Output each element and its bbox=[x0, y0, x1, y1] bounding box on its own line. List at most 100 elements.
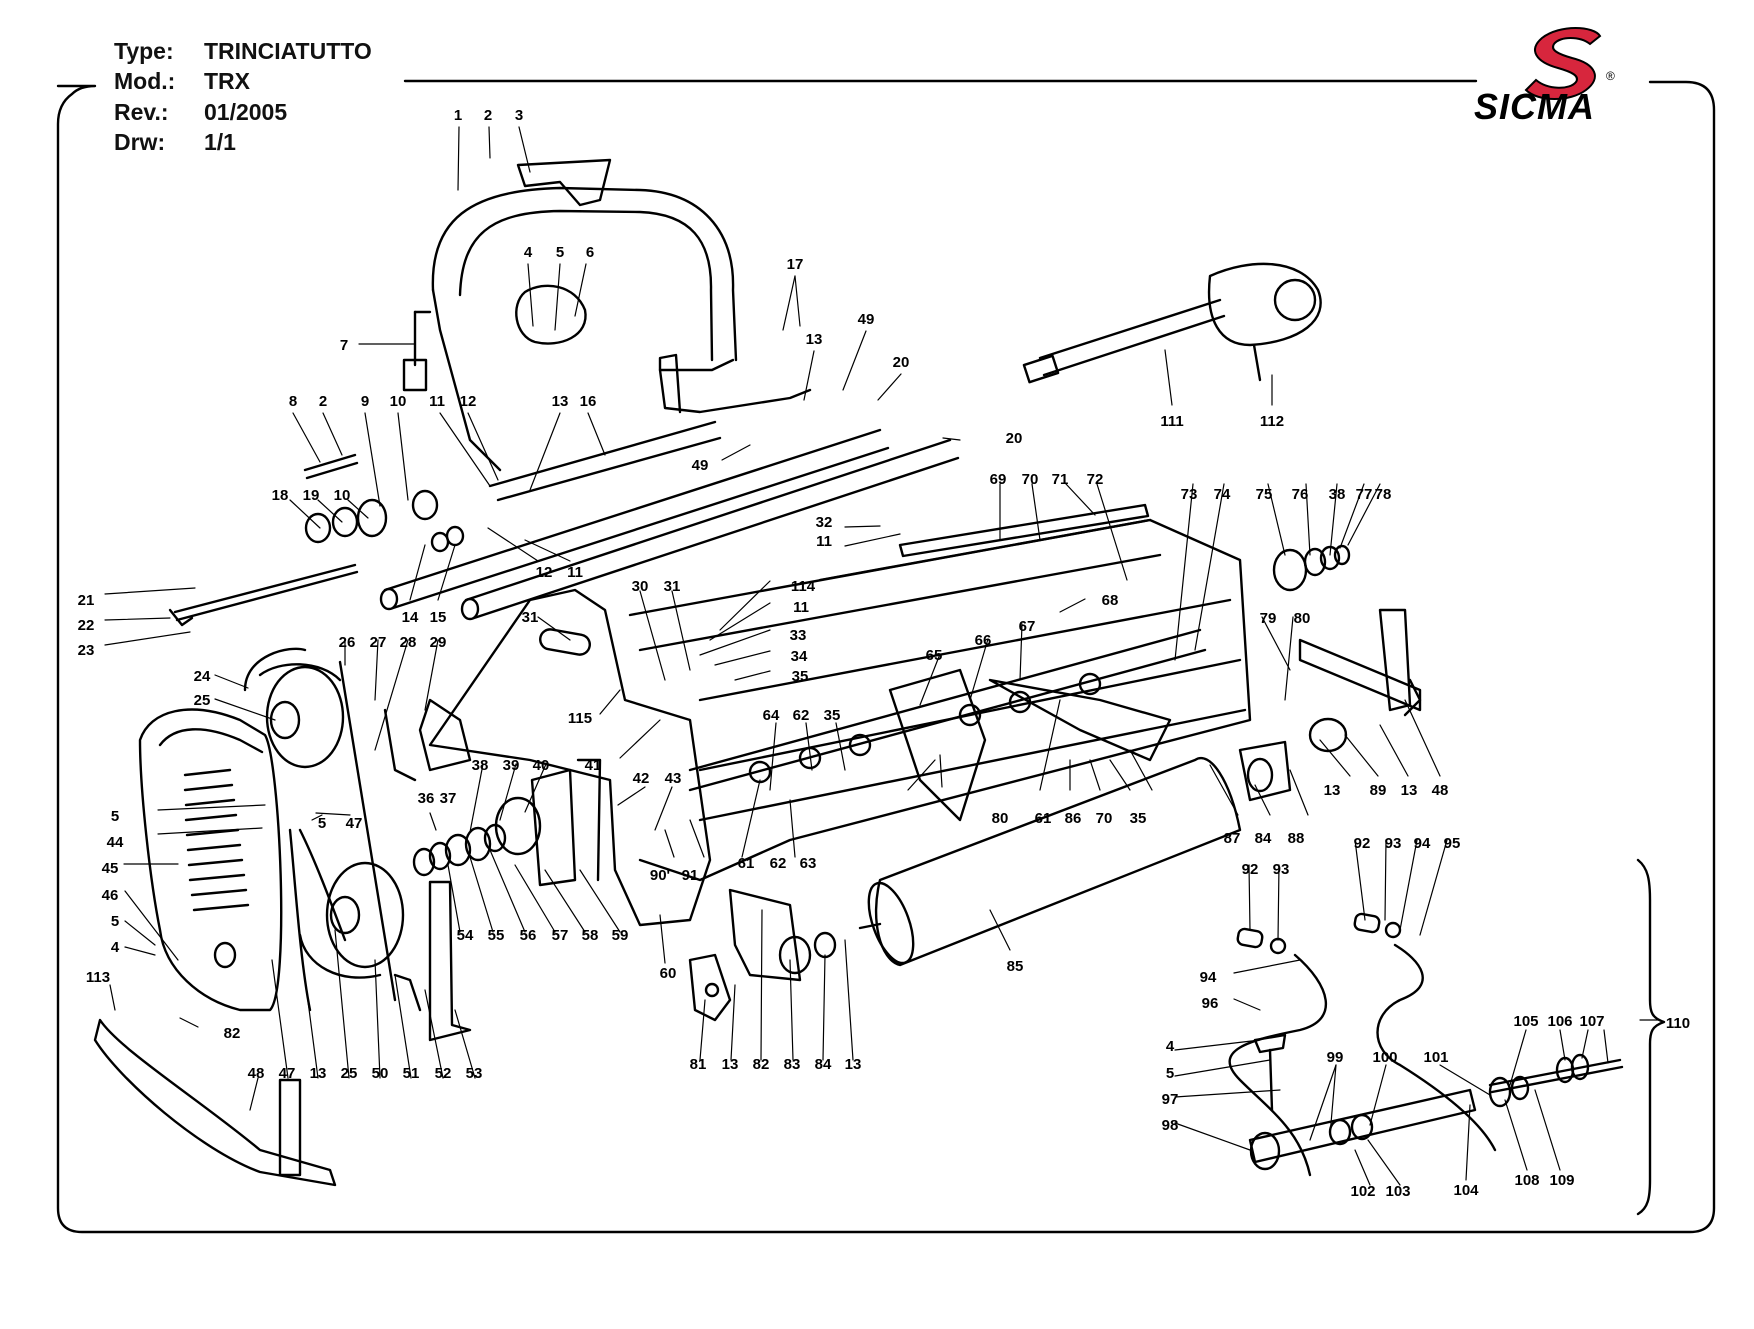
hydraulic-hose-94 bbox=[1228, 953, 1327, 1177]
part-callout-84: 84 bbox=[815, 1056, 832, 1073]
part-callout-11: 11 bbox=[429, 393, 445, 410]
part-callout-68: 68 bbox=[1102, 592, 1119, 609]
part-callout-88: 88 bbox=[1288, 830, 1305, 847]
model-label: Mod.: bbox=[114, 68, 176, 94]
part-callout-43: 43 bbox=[665, 770, 682, 787]
pulley-26 bbox=[265, 665, 345, 769]
part-callout-38: 38 bbox=[472, 757, 489, 774]
frame-beam-71 bbox=[898, 503, 1150, 558]
type-label: Type: bbox=[114, 38, 174, 64]
part-callout-33: 33 bbox=[790, 627, 807, 644]
type-value: TRINCIATUTTO bbox=[204, 38, 372, 64]
part-callout-22: 22 bbox=[78, 617, 95, 634]
part-callout-56: 56 bbox=[520, 927, 537, 944]
part-callout-69: 69 bbox=[990, 471, 1007, 488]
part-callout-77: 77 bbox=[1356, 486, 1373, 503]
part-callout-41: 41 bbox=[585, 757, 602, 774]
part-callout-82: 82 bbox=[224, 1025, 241, 1042]
part-callout-76: 76 bbox=[1292, 486, 1309, 503]
part-callout-109: 109 bbox=[1549, 1172, 1574, 1189]
part-callout-98: 98 bbox=[1162, 1117, 1179, 1134]
pin-shaft-21 bbox=[173, 563, 359, 622]
part-callout-50: 50 bbox=[372, 1065, 389, 1082]
rear-roller-85 bbox=[874, 757, 1242, 967]
part-callout-7: 7 bbox=[340, 337, 348, 354]
drawing-value: 1/1 bbox=[204, 129, 236, 155]
part-callout-113: 113 bbox=[86, 969, 110, 986]
skid-48-left bbox=[93, 1018, 337, 1187]
part-callout-17: 17 bbox=[787, 256, 804, 273]
part-callout-84: 84 bbox=[1255, 830, 1272, 847]
part-callout-70: 70 bbox=[1022, 471, 1039, 488]
part-callout-74: 74 bbox=[1214, 486, 1231, 503]
part-callout-11: 11 bbox=[816, 533, 832, 550]
part-callout-92: 92 bbox=[1242, 861, 1259, 878]
part-callout-2: 2 bbox=[319, 393, 327, 410]
header-type-row: Type: TRINCIATUTTO bbox=[114, 36, 372, 66]
top-tube-20b bbox=[464, 438, 960, 620]
part-callout-112: 112 bbox=[1260, 413, 1284, 430]
part-callout-115: 115 bbox=[568, 710, 592, 727]
part-callout-59: 59 bbox=[612, 927, 629, 944]
part-callout-15: 15 bbox=[430, 609, 447, 626]
part-callout-42: 42 bbox=[633, 770, 650, 787]
part-callout-103: 103 bbox=[1385, 1183, 1410, 1200]
part-callout-5: 5 bbox=[111, 808, 119, 825]
part-callout-80: 80 bbox=[1294, 610, 1311, 627]
part-callout-31: 31 bbox=[522, 609, 539, 626]
side-plate-right-top bbox=[658, 353, 682, 414]
pto-shaft-111 bbox=[1038, 298, 1226, 377]
part-callout-20: 20 bbox=[1006, 430, 1023, 447]
part-callout-108: 108 bbox=[1514, 1172, 1539, 1189]
part-callout-47: 47 bbox=[279, 1065, 296, 1082]
part-callout-47: 47 bbox=[346, 815, 363, 832]
part-callout-111: 111 bbox=[1160, 413, 1183, 430]
part-callout-61: 61 bbox=[738, 855, 755, 872]
hitch-bracket bbox=[516, 158, 612, 207]
part-callout-13: 13 bbox=[845, 1056, 862, 1073]
part-callout-36: 36 bbox=[418, 790, 435, 807]
part-callout-10: 10 bbox=[334, 487, 351, 504]
part-callout-18: 18 bbox=[272, 487, 289, 504]
end-plate-83 bbox=[728, 888, 802, 982]
part-callout-12: 12 bbox=[460, 393, 477, 410]
part-callout-93: 93 bbox=[1273, 861, 1290, 878]
sheet-frame bbox=[56, 80, 1716, 1234]
part-callout-100: 100 bbox=[1372, 1049, 1397, 1066]
part-callout-57: 57 bbox=[552, 927, 569, 944]
part-callout-5: 5 bbox=[111, 913, 119, 930]
part-callout-101: 101 bbox=[1423, 1049, 1448, 1066]
part-callout-13: 13 bbox=[806, 331, 823, 348]
part-callout-39: 39 bbox=[503, 757, 520, 774]
rotor-shaft bbox=[688, 628, 1207, 792]
part-callout-35: 35 bbox=[1130, 810, 1147, 827]
part-callout-95: 95 bbox=[1444, 835, 1461, 852]
part-callout-64: 64 bbox=[763, 707, 780, 724]
part-callout-4: 4 bbox=[111, 939, 120, 956]
sicma-s-mark bbox=[1524, 27, 1602, 100]
part-callout-27: 27 bbox=[370, 634, 387, 651]
drawing-label: Drw: bbox=[114, 129, 166, 155]
part-callout-21: 21 bbox=[78, 592, 95, 609]
part-callout-13: 13 bbox=[552, 393, 569, 410]
part-callout-102: 102 bbox=[1350, 1183, 1375, 1200]
part-callout-2: 2 bbox=[484, 107, 492, 124]
part-callout-26: 26 bbox=[339, 634, 356, 651]
vent-slots bbox=[183, 768, 250, 912]
part-callout-75: 75 bbox=[1256, 486, 1273, 503]
part-callout-38: 38 bbox=[1329, 486, 1346, 503]
part-callout-105: 105 bbox=[1513, 1013, 1538, 1030]
part-callout-4: 4 bbox=[1166, 1038, 1175, 1055]
part-callout-45: 45 bbox=[102, 860, 119, 877]
part-callout-106: 106 bbox=[1547, 1013, 1572, 1030]
flange-40 bbox=[494, 796, 542, 856]
part-callout-32: 32 bbox=[816, 514, 833, 531]
part-callout-63: 63 bbox=[800, 855, 817, 872]
gearbox bbox=[1207, 262, 1322, 347]
part-callout-107: 107 bbox=[1579, 1013, 1604, 1030]
part-callout-35: 35 bbox=[792, 668, 809, 685]
part-callout-37: 37 bbox=[440, 790, 457, 807]
part-callout-82: 82 bbox=[753, 1056, 770, 1073]
model-value: TRX bbox=[204, 68, 250, 94]
